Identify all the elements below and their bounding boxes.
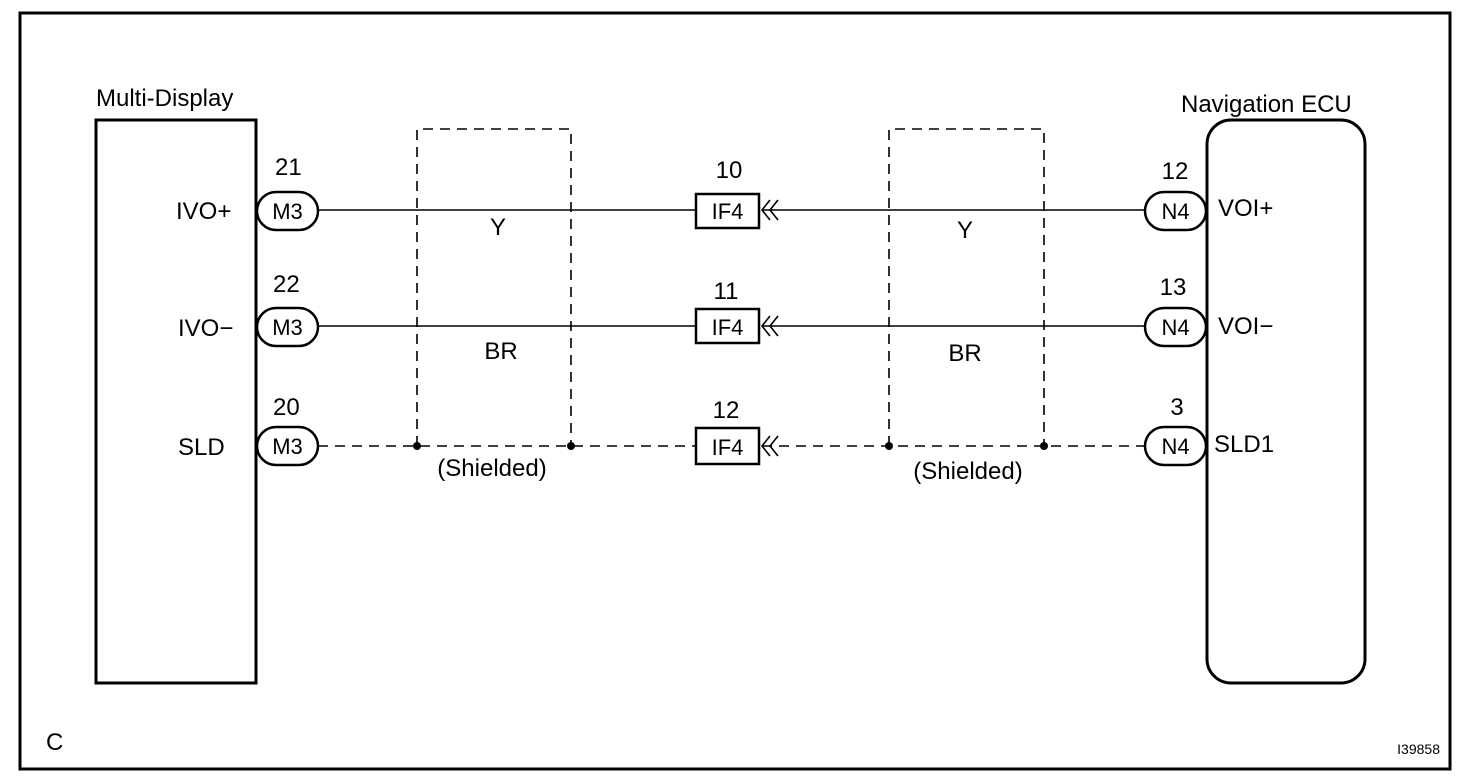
connector-m3-label: M3 (272, 434, 303, 459)
terminal-ivo-plus: IVO+ (176, 198, 231, 225)
wire-row-ivo-plus: IVO+ 21 M3 Y 10 IF4 Y 12 N4 VOI+ (176, 154, 1273, 244)
connector-n4-label: N4 (1161, 199, 1189, 224)
wire-row-ivo-minus: IVO− 22 M3 BR 11 IF4 BR 13 N4 VOI− (178, 271, 1273, 367)
pin-12-n4: 12 (1162, 158, 1189, 185)
connector-if4-label: IF4 (712, 199, 744, 224)
wire-color-br-left: BR (484, 338, 517, 365)
shield-junction-dot (885, 442, 893, 450)
connector-m3-ivo-minus (255, 306, 320, 348)
pin-11: 11 (714, 278, 739, 305)
shield-junction-dot (1040, 442, 1048, 450)
navigation-ecu-box (1205, 118, 1367, 685)
pin-13: 13 (1160, 274, 1187, 301)
connector-if4-label: IF4 (712, 315, 744, 340)
wire-color-y-left: Y (490, 214, 506, 241)
connector-if4-10 (694, 192, 761, 230)
pin-21: 21 (275, 154, 302, 181)
shield-junction-dot (567, 442, 575, 450)
navigation-ecu-title: Navigation ECU (1181, 91, 1352, 118)
shield-junction-dot (413, 442, 421, 450)
connector-if4-11 (694, 307, 761, 345)
pin-3: 3 (1170, 394, 1183, 421)
connector-n4-label: N4 (1161, 434, 1189, 459)
connector-if4-label: IF4 (712, 435, 744, 460)
wire-row-sld: SLD 20 M3 (Shielded) 12 IF4 (Shielded) 3… (178, 394, 1274, 485)
connector-n4-label: N4 (1161, 315, 1189, 340)
pin-12-if4: 12 (713, 397, 740, 424)
connector-m3-label: M3 (272, 315, 303, 340)
diagram-frame (18, 11, 1452, 771)
shielded-label-left: (Shielded) (437, 455, 546, 482)
connector-n4-voi-minus (1143, 306, 1208, 348)
shield-enclosure-left (416, 128, 572, 446)
multi-display-title: Multi-Display (96, 85, 233, 112)
connector-m3-ivo-plus (255, 190, 320, 232)
connector-if4-12 (694, 426, 761, 466)
shield-enclosure-right (888, 128, 1045, 446)
terminal-ivo-minus: IVO− (178, 315, 233, 342)
terminal-sld: SLD (178, 434, 225, 461)
corner-code: C (46, 729, 63, 756)
multi-display-box (94, 118, 258, 685)
terminal-sld1: SLD1 (1214, 431, 1274, 458)
figure-id: I39858 (1397, 741, 1440, 757)
shielded-label-right: (Shielded) (913, 458, 1022, 485)
wire-color-br-right: BR (948, 340, 981, 367)
terminal-voi-minus: VOI− (1218, 313, 1273, 340)
pin-10: 10 (716, 157, 743, 184)
connector-n4-voi-plus (1143, 190, 1208, 232)
pin-20: 20 (273, 394, 300, 421)
wire-color-y-right: Y (957, 217, 973, 244)
connector-n4-sld1 (1143, 425, 1208, 467)
terminal-voi-plus: VOI+ (1218, 195, 1273, 222)
connector-m3-label: M3 (272, 199, 303, 224)
pin-22: 22 (273, 271, 300, 298)
